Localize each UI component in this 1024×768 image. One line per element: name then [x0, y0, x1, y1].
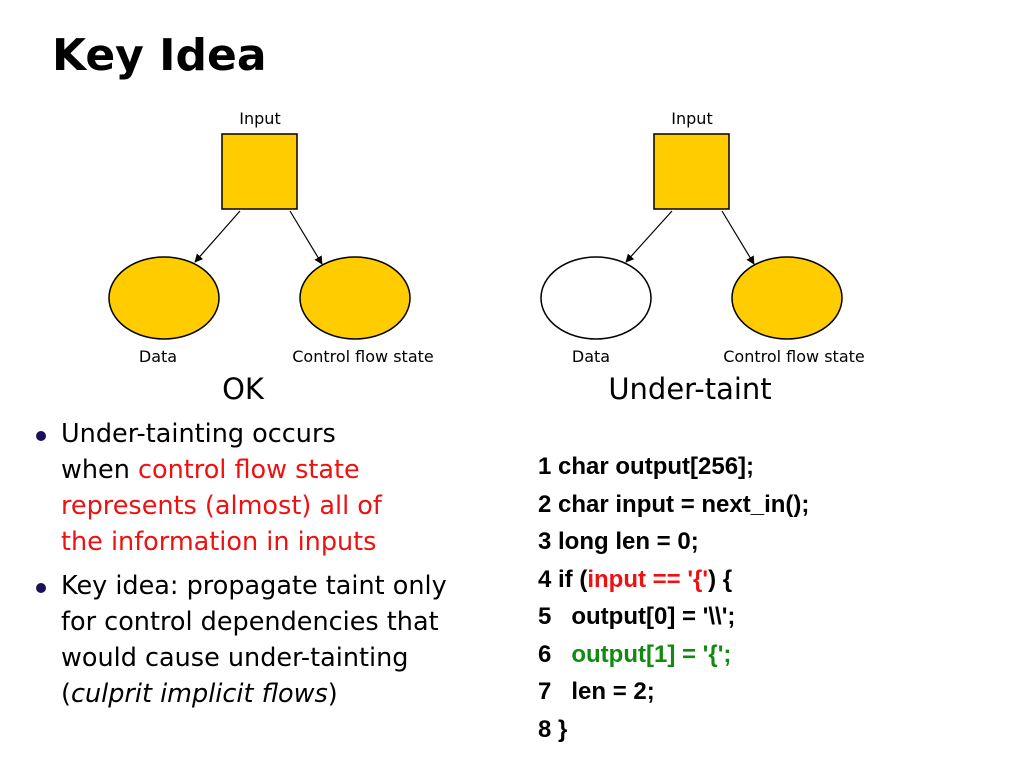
code-line: 4 if (input == '{') {: [538, 565, 733, 593]
input-node: [221, 133, 298, 210]
diagram-caption: OK: [222, 372, 265, 406]
code-line: 7 len = 2;: [538, 678, 655, 705]
arrow-to-control: [721, 210, 755, 265]
slide-title: Key Idea: [52, 30, 267, 81]
input-node: [653, 133, 730, 210]
diagram-caption: Under-taint: [608, 372, 771, 406]
code-line: 8 }: [538, 715, 568, 743]
highlight-text: the information in inputs: [61, 527, 377, 557]
code-line: 3 long len = 0;: [538, 528, 699, 555]
code-line: 1 char output[256];: [538, 453, 755, 480]
bullet-item: Under-tainting occurs when control flow …: [34, 416, 534, 560]
arrow-to-data: [625, 210, 673, 263]
control-flow-label: Control flow state: [292, 347, 434, 366]
highlight-text: control flow state: [137, 455, 360, 485]
code-line: 5 output[0] = '\\';: [538, 603, 736, 630]
code-line: 2 char input = next_in();: [538, 490, 810, 518]
data-node: [108, 256, 220, 340]
bullet-item: Key idea: propagate taint only for contr…: [34, 568, 534, 712]
arrow-to-data: [194, 210, 241, 263]
control-flow-node: [299, 256, 411, 340]
data-node: [540, 256, 652, 340]
data-label: Data: [572, 347, 610, 366]
bullet-dot-icon: [36, 431, 46, 441]
diagram-ok: Input Data Control flow state OK: [108, 109, 434, 406]
data-label: Data: [139, 347, 177, 366]
code-snippet: 1 char output[256]; 2 char input = next_i…: [538, 448, 809, 748]
control-flow-label: Control flow state: [723, 347, 865, 366]
input-label: Input: [671, 109, 712, 128]
code-highlight-green: output[1] = '{';: [571, 640, 732, 668]
control-flow-node: [731, 256, 843, 340]
input-label: Input: [239, 109, 280, 128]
arrow-to-control: [289, 210, 323, 265]
bullet-dot-icon: [36, 583, 46, 593]
code-line: 6 output[1] = '{';: [538, 640, 732, 668]
taint-diagrams: Input Data Control flow state OK Input D…: [108, 109, 865, 406]
diagram-under-taint: Input Data Control flow state Under-tain…: [540, 109, 865, 406]
code-highlight-red: input == '{': [587, 565, 709, 593]
bullet-list: Under-tainting occurs when control flow …: [34, 416, 534, 720]
highlight-text: represents (almost) all of: [61, 491, 382, 521]
italic-term: culprit implicit flows: [70, 679, 328, 709]
